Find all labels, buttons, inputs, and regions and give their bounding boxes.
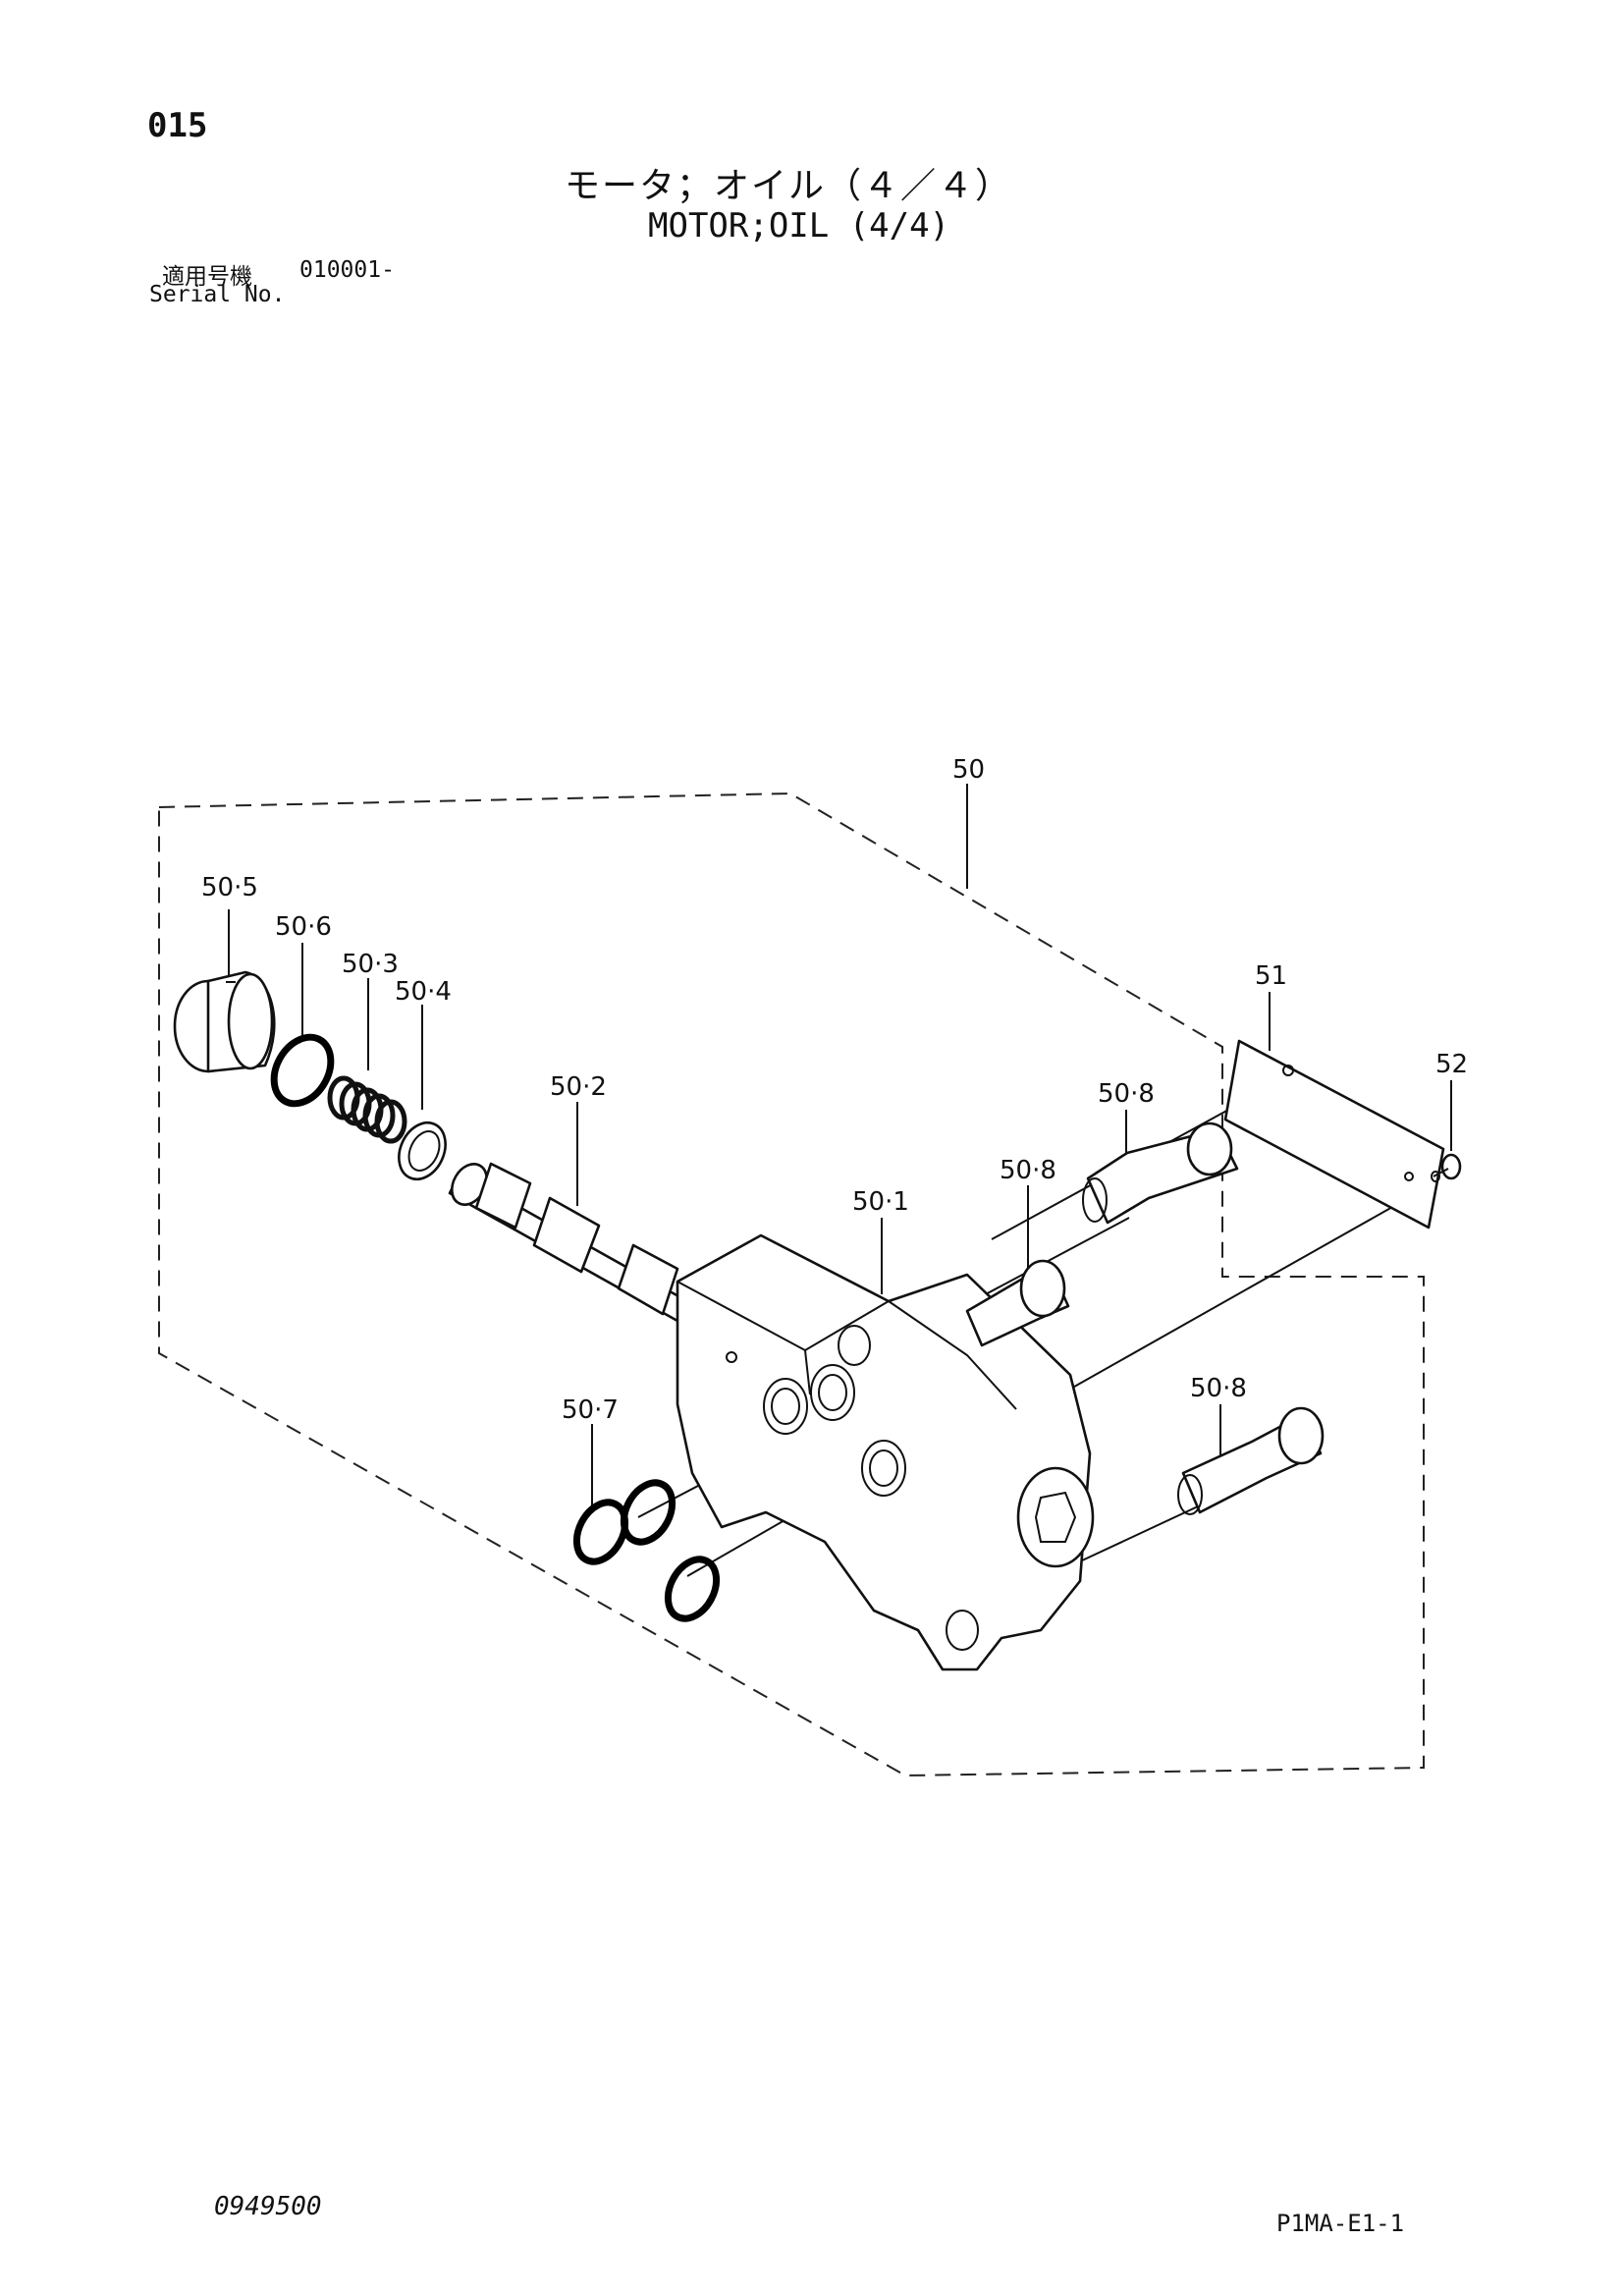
spring-part-50-3 <box>327 1075 407 1144</box>
bolt-part-50-8-lower <box>1177 1406 1325 1515</box>
callout-50-3: 50·3 <box>342 950 399 979</box>
bolt-part-50-8-upper <box>1082 1121 1239 1225</box>
serial-label-english: Serial No. <box>149 282 286 307</box>
assembly-50-boundary <box>158 792 1425 1777</box>
serial-number-value: 010001- <box>299 257 395 283</box>
callout-50-8-middle: 50·8 <box>1000 1156 1056 1185</box>
callout-50-8-lower: 50·8 <box>1190 1374 1247 1403</box>
plug-part-50-5 <box>173 970 276 1073</box>
spool-part-50-2 <box>448 1162 689 1323</box>
bolt-part-50-8-middle <box>965 1259 1070 1347</box>
drawing-code: 0949500 <box>214 2192 322 2221</box>
plate-part-51 <box>1223 1039 1445 1230</box>
o-ring-part-50-7-c <box>664 1556 721 1622</box>
callout-50-2: 50·2 <box>550 1072 607 1102</box>
washer-part-50-4 <box>398 1121 447 1181</box>
serial-label-japanese: 適用号機 <box>162 264 252 290</box>
title-english: MOTOR;OIL (4/4) <box>648 206 950 246</box>
catalog-code: P1MA-E1-1 <box>1276 2210 1405 2237</box>
page-number: 015 <box>147 106 208 145</box>
title-japanese: モータ；オイル（４／４） <box>565 166 1013 206</box>
callout-50-1: 50·1 <box>852 1187 909 1217</box>
callout-51: 51 <box>1255 961 1287 991</box>
callout-50-6: 50·6 <box>275 912 332 942</box>
callout-52: 52 <box>1435 1050 1468 1079</box>
callout-50-7: 50·7 <box>562 1395 619 1425</box>
o-ring-part-50-7-a <box>572 1499 629 1565</box>
screw-part-52 <box>1431 1153 1462 1182</box>
callout-50-4: 50·4 <box>395 977 452 1007</box>
callout-50: 50 <box>952 755 985 785</box>
o-ring-part-50-7-b <box>620 1479 676 1546</box>
callout-50-8-upper: 50·8 <box>1098 1079 1155 1109</box>
o-ring-part-50-6 <box>270 1033 335 1108</box>
callout-50-5: 50·5 <box>201 873 258 902</box>
